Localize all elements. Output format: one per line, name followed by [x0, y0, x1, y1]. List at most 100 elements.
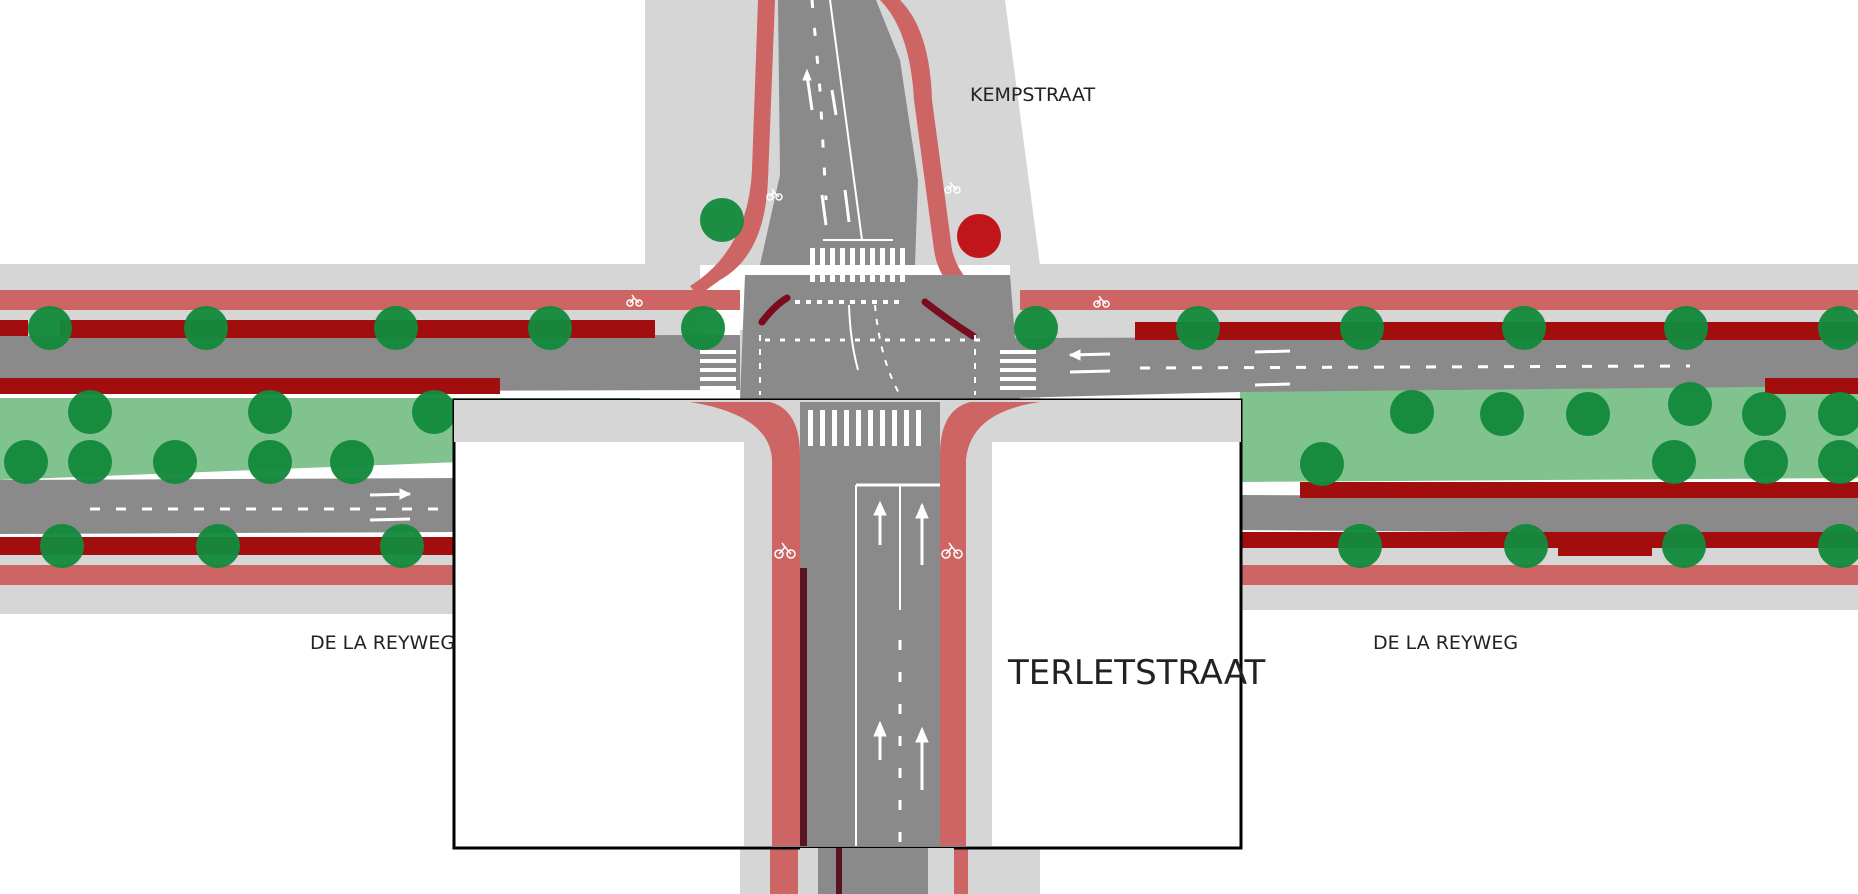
inset-arrows — [873, 500, 929, 790]
zebra-west — [700, 350, 736, 390]
tree — [700, 198, 744, 242]
street-label-east: DE LA REYWEG — [1373, 632, 1518, 654]
inset-lane-lines — [855, 483, 940, 846]
inset-carriageway — [800, 402, 940, 846]
tree — [1818, 306, 1858, 350]
cycle-path-east-south — [1240, 565, 1858, 585]
bicycle-icon — [941, 542, 963, 559]
tree — [1818, 392, 1858, 436]
bicycle-icon — [1093, 295, 1110, 308]
curb-accent-east — [921, 298, 977, 340]
tree — [1668, 382, 1712, 426]
tree — [412, 390, 456, 434]
tree — [374, 306, 418, 350]
inset-cycle-path-west — [690, 402, 800, 846]
lane-arrow-icon — [915, 726, 929, 743]
inset-cycle-path-east — [940, 402, 1040, 846]
tree — [184, 306, 228, 350]
road-below-inset — [818, 848, 928, 894]
tree — [28, 306, 72, 350]
lane-arrow-icon — [805, 74, 814, 111]
lane-arrow-icon — [873, 720, 887, 737]
lane-arrow-icon — [843, 189, 851, 223]
centerline-north — [810, 0, 828, 201]
tree — [1662, 524, 1706, 568]
turn-guide-2 — [874, 304, 901, 396]
parking-east-5 — [1558, 538, 1652, 556]
tree — [1480, 392, 1524, 436]
lane-arrow-icon — [1068, 349, 1081, 361]
tree — [248, 440, 292, 484]
cycle-path-west-north — [0, 290, 740, 310]
inset-panel — [452, 398, 1243, 850]
tree — [681, 306, 725, 350]
street-label-west: DE LA REYWEG — [310, 632, 455, 654]
bicycle-icon — [766, 188, 783, 201]
road-below-inset-curb — [836, 848, 842, 894]
lane-arrow-icon — [915, 502, 929, 519]
bicycle-icon — [626, 294, 643, 307]
tree — [1664, 306, 1708, 350]
tree — [1338, 524, 1382, 568]
parking-west-1 — [0, 320, 28, 336]
tree — [1818, 524, 1858, 568]
turn-guide-1 — [848, 304, 859, 371]
lane-arrow-icon — [369, 517, 411, 522]
parking-east-1 — [1135, 322, 1858, 340]
inset-street-label: TERLETSTRAAT — [1007, 653, 1265, 693]
tree — [1014, 306, 1058, 350]
tree — [1340, 306, 1384, 350]
bicycle-symbols — [626, 181, 1110, 308]
east-carriageway-south — [1240, 495, 1858, 535]
parking-east-4 — [1240, 532, 1858, 548]
tree — [380, 524, 424, 568]
lane-markings — [90, 0, 1691, 511]
tree — [1652, 440, 1696, 484]
tree — [153, 440, 197, 484]
street-label-north: KEMPSTRAAT — [970, 84, 1095, 106]
trees — [4, 198, 1858, 568]
cycle-path-north-west — [690, 0, 775, 296]
lane-arrow-icon — [1069, 369, 1111, 374]
lane-arrow-icon — [1254, 382, 1291, 387]
tree — [330, 440, 374, 484]
lane-arrow-icon — [399, 488, 412, 500]
tree — [1502, 306, 1546, 350]
tree — [1390, 390, 1434, 434]
cycle-path-east-north — [1020, 290, 1858, 310]
tree — [528, 306, 572, 350]
tree — [1744, 440, 1788, 484]
parking-east-2 — [1765, 378, 1858, 394]
lane-arrow-icon — [1254, 349, 1291, 354]
highlighted-tree — [957, 214, 1001, 258]
tree — [40, 524, 84, 568]
zebra-crossings — [700, 248, 1036, 390]
lane-arrow-icon — [802, 68, 812, 81]
lane-arrows — [369, 68, 1291, 522]
west-carriageway-south — [0, 478, 460, 534]
tree — [4, 440, 48, 484]
lane-line-north — [829, 0, 863, 241]
zebra-north — [810, 248, 905, 282]
inset-bicycles — [774, 542, 963, 559]
tree — [1176, 306, 1220, 350]
cycle-path-west-south — [0, 565, 460, 585]
tree — [1818, 440, 1858, 484]
inset-curb-dark — [800, 568, 807, 846]
bicycle-icon — [774, 542, 796, 559]
parking-west-3 — [0, 378, 500, 394]
tree — [248, 390, 292, 434]
tree — [68, 390, 112, 434]
parking-east-3 — [1300, 482, 1858, 498]
inset-zebra — [808, 410, 921, 446]
cycle-path-north-east — [880, 0, 990, 306]
tree — [1300, 442, 1344, 486]
north-carriageway — [760, 0, 918, 265]
tree — [1742, 392, 1786, 436]
lane-arrow-icon — [873, 500, 887, 516]
curb-accent-west — [758, 294, 791, 326]
bicycle-icon — [944, 181, 961, 194]
tree — [196, 524, 240, 568]
tree — [1504, 524, 1548, 568]
